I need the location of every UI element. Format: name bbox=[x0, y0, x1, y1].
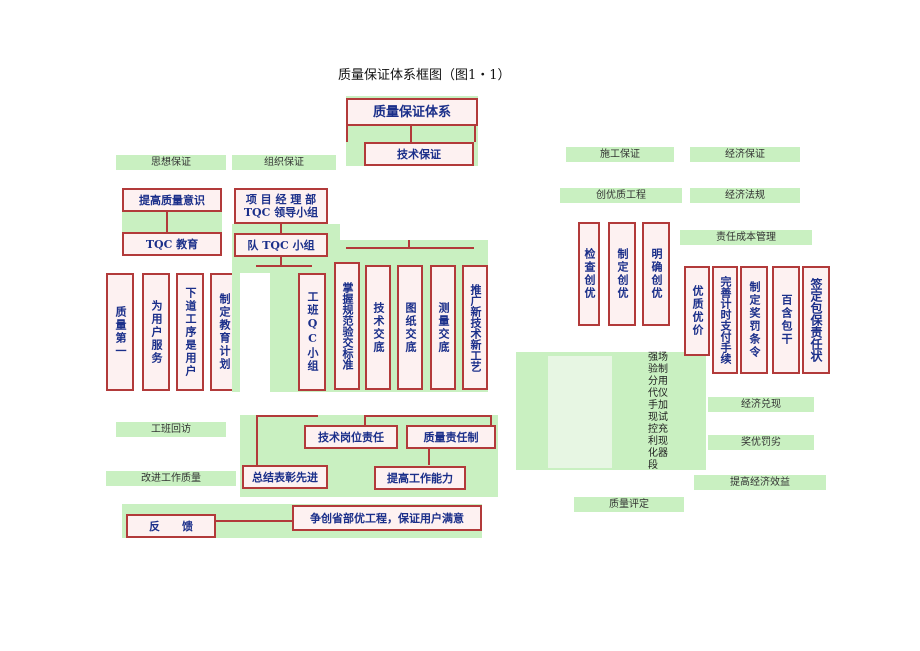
box-feedback: 反 馈 bbox=[126, 514, 216, 538]
connector bbox=[256, 415, 318, 417]
vbox-clear-excellence: 明确创优 bbox=[642, 222, 670, 326]
vbox-sign-contract: 签定包保责任状 bbox=[802, 266, 830, 374]
vbox-drawing-disclosure: 图纸交底 bbox=[397, 265, 423, 390]
box-raise-awareness: 提高质量意识 bbox=[122, 188, 222, 212]
blank-area bbox=[240, 273, 270, 393]
label-improve-benefit: 提高经济效益 bbox=[694, 475, 826, 490]
blank-area bbox=[548, 356, 612, 468]
vbox-tech-disclosure: 技术交底 bbox=[365, 265, 391, 390]
side-text-4: 代仪 bbox=[648, 388, 668, 399]
connector bbox=[216, 520, 292, 522]
left-green-strip bbox=[122, 212, 222, 234]
box-tech-post: 技术岗位责任 bbox=[304, 425, 398, 449]
connector bbox=[428, 449, 430, 465]
diagram-title: 质量保证体系框图（图1・1） bbox=[338, 68, 511, 83]
box-leader-group: 项 目 经 理 部 TQC 领导小组 bbox=[234, 188, 328, 224]
side-text-6: 现试 bbox=[648, 412, 668, 423]
box-tqc-education: TQC 教育 bbox=[122, 232, 222, 256]
label-return-visit: 工班回访 bbox=[116, 422, 226, 437]
connector bbox=[474, 124, 476, 142]
connector bbox=[346, 124, 348, 142]
connector bbox=[346, 247, 474, 249]
connector bbox=[280, 224, 282, 234]
label-improve-work: 改进工作质量 bbox=[106, 471, 236, 486]
connector bbox=[364, 415, 366, 425]
connector bbox=[408, 240, 410, 248]
box-quality-responsibility: 质量责任制 bbox=[406, 425, 496, 449]
vbox-set-excellence: 制定创优 bbox=[608, 222, 636, 326]
label-org-guarantee: 组织保证 bbox=[232, 155, 336, 170]
box-tech-guarantee: 技术保证 bbox=[364, 142, 474, 166]
box-quality-system: 质量保证体系 bbox=[346, 98, 478, 126]
vbox-reward-rules: 制定奖罚条令 bbox=[740, 266, 768, 374]
label-economic-law: 经济法规 bbox=[690, 188, 800, 203]
vbox-contract-all: 百含包干 bbox=[772, 266, 800, 374]
connector bbox=[256, 265, 312, 267]
label-cost-management: 责任成本管理 bbox=[680, 230, 812, 245]
vbox-quality-price: 优质优价 bbox=[684, 266, 710, 356]
side-text-7: 控充 bbox=[648, 424, 668, 435]
box-team-tqc: 队 TQC 小组 bbox=[234, 233, 328, 257]
label-economic-guarantee: 经济保证 bbox=[690, 147, 800, 162]
vbox-check-excellence: 检查创优 bbox=[578, 222, 600, 326]
label-excellent-project: 创优质工程 bbox=[560, 188, 682, 203]
label-reward-punish: 奖优罚劣 bbox=[708, 435, 814, 450]
label-thought-guarantee: 思想保证 bbox=[116, 155, 226, 170]
connector bbox=[364, 415, 492, 417]
box-strive-excellence: 争创省部优工程，保证用户满意 bbox=[292, 505, 482, 531]
vbox-new-tech: 推广新技术新工艺 bbox=[462, 265, 488, 390]
vbox-serve-users: 为用户服务 bbox=[142, 273, 170, 391]
vbox-next-process: 下道工序是用户 bbox=[176, 273, 204, 391]
connector bbox=[256, 415, 258, 465]
side-text-9: 化器 bbox=[648, 448, 668, 459]
box-summary-commend: 总结表彰先进 bbox=[242, 465, 328, 489]
vbox-spec-standard: 掌握规范验交标准 bbox=[334, 262, 360, 390]
side-text-5: 手加 bbox=[648, 400, 668, 411]
connector bbox=[410, 126, 412, 142]
vbox-pay-procedure: 完善计时支付手续 bbox=[712, 266, 738, 374]
label-economic-cash: 经济兑现 bbox=[708, 397, 814, 412]
vbox-shift-qc: 工班QC小组 bbox=[298, 273, 326, 391]
side-text-8: 利现 bbox=[648, 436, 668, 447]
side-text-1: 强场 bbox=[648, 352, 668, 363]
connector bbox=[166, 212, 168, 232]
vbox-quality-first: 质量第一 bbox=[106, 273, 134, 391]
connector bbox=[490, 415, 492, 425]
side-text-2: 验制 bbox=[648, 364, 668, 375]
label-construction-guarantee: 施工保证 bbox=[566, 147, 674, 162]
connector bbox=[280, 257, 282, 265]
label-quality-eval: 质量评定 bbox=[574, 497, 684, 512]
box-improve-ability: 提高工作能力 bbox=[374, 466, 466, 490]
side-text-3: 分用 bbox=[648, 376, 668, 387]
vbox-survey-disclosure: 测量交底 bbox=[430, 265, 456, 390]
side-text-10: 段 bbox=[648, 460, 658, 471]
